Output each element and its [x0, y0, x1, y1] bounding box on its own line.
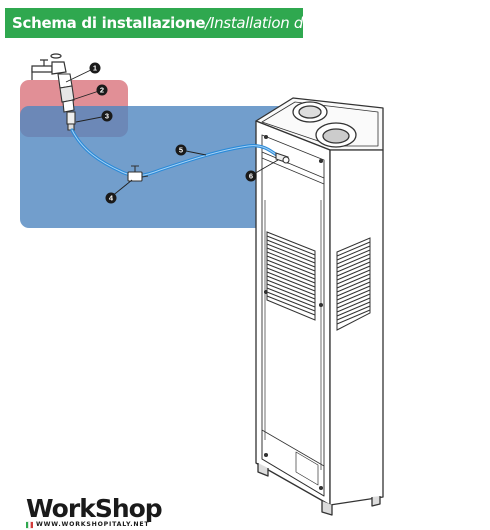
inlet-fitting	[275, 152, 290, 164]
front-vent-grille	[336, 237, 371, 331]
connection-zone-highlight	[20, 106, 291, 228]
callout-1: 1	[89, 62, 101, 74]
logo-url: WWW.WORKSHOPITALY.NET	[36, 521, 150, 528]
side-vent-grille	[266, 231, 316, 321]
title-separator: /	[205, 14, 210, 32]
svg-text:2: 2	[100, 86, 104, 95]
italian-flag-icon	[26, 521, 33, 529]
svg-text:1: 1	[93, 64, 97, 73]
svg-text:4: 4	[109, 194, 114, 203]
svg-text:5: 5	[179, 146, 183, 155]
callout-4: 4	[105, 192, 117, 204]
title-english: Installation diagram	[209, 14, 303, 32]
callout-2: 2	[96, 84, 108, 96]
callout-3: 3	[101, 110, 113, 122]
svg-text:6: 6	[249, 172, 253, 181]
workshop-logo: WorkShop WWW.WORKSHOPITALY.NET	[26, 496, 166, 530]
svg-text:3: 3	[105, 112, 109, 121]
page-title: Schema di installazione/Installation dia…	[5, 8, 303, 38]
logo-wordmark: WorkShop	[26, 494, 163, 523]
water-dispenser-cabinet	[255, 97, 384, 516]
title-italian: Schema di installazione	[12, 14, 206, 32]
tap-fittings	[57, 73, 76, 131]
shutoff-valve	[127, 165, 149, 182]
callout-5: 5	[175, 144, 187, 156]
callout-6: 6	[245, 170, 257, 182]
wall-tap	[31, 53, 67, 80]
